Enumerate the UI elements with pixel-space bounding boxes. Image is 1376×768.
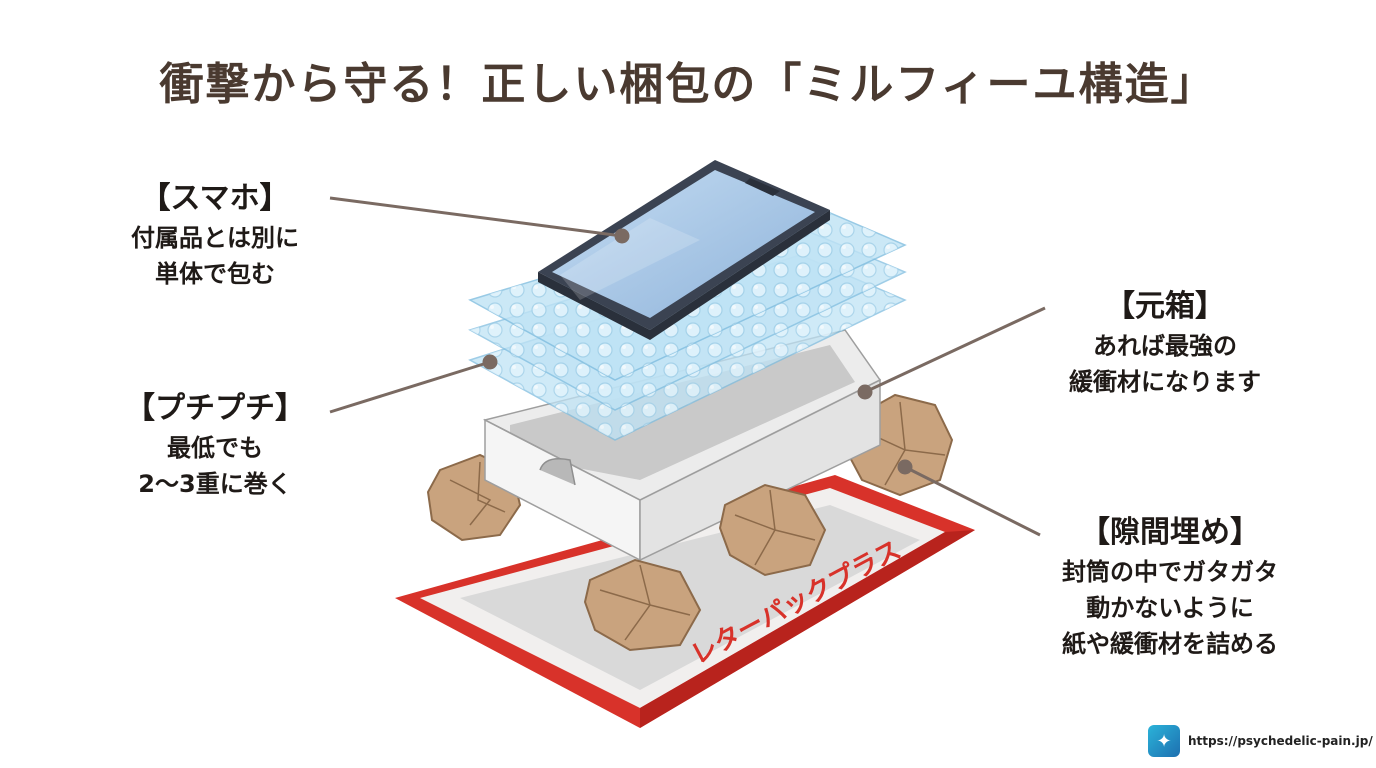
notch <box>745 178 780 196</box>
paper-ball <box>583 558 702 652</box>
label-line: 紙や緩衝材を詰める <box>1062 630 1278 658</box>
label-line: 動かないように <box>1086 594 1254 622</box>
leader-dot <box>857 384 873 400</box>
leader-lines <box>329 196 1046 537</box>
label-original-box: 【元箱】 あれば最強の 緩衝材になります <box>1030 286 1300 400</box>
site-url[interactable]: https://psychedelic-pain.jp/ <box>1188 734 1373 748</box>
label-line: 緩衝材になります <box>1069 368 1261 396</box>
footer: ✦ https://psychedelic-pain.jp/ <box>1148 724 1373 758</box>
label-smartphone: 【スマホ】 付属品とは別に 単体で包む <box>100 178 330 292</box>
original-box <box>482 329 882 562</box>
label-line: あれば最強の <box>1093 332 1237 360</box>
label-heading: 【隙間埋め】 <box>1080 515 1260 550</box>
label-line: 封筒の中でガタガタ <box>1062 558 1278 586</box>
label-line: 付属品とは別に <box>131 224 299 252</box>
label-gap-filler: 【隙間埋め】 封筒の中でガタガタ 動かないように 紙や緩衝材を詰める <box>1025 512 1315 662</box>
label-heading: 【元箱】 <box>1105 289 1225 324</box>
paper-ball <box>718 483 827 577</box>
leader-line-filler <box>904 465 1041 537</box>
leader-dot <box>482 354 498 370</box>
label-line: 単体で包む <box>155 260 275 288</box>
label-heading: 【プチプチ】 <box>125 391 305 426</box>
page-title: 衝撃から守る！正しい梱包の「ミルフィーユ構造」 <box>159 59 1217 110</box>
leader-line-bubble <box>329 360 491 414</box>
leader-line-box <box>864 306 1046 394</box>
label-heading: 【スマホ】 <box>140 181 290 216</box>
leader-dot <box>614 228 630 244</box>
smartphone <box>538 160 830 340</box>
crumpled-paper-filler-front <box>583 483 827 652</box>
bubble-wrap-layers <box>468 199 907 441</box>
leader-line-smartphone <box>329 196 623 238</box>
device-hack-logo-icon: ✦ <box>1148 725 1180 757</box>
leader-dot <box>897 459 913 475</box>
label-line: 最低でも <box>167 434 263 462</box>
label-line: 2〜3重に巻く <box>138 470 292 498</box>
label-bubble-wrap: 【プチプチ】 最低でも 2〜3重に巻く <box>100 388 330 502</box>
